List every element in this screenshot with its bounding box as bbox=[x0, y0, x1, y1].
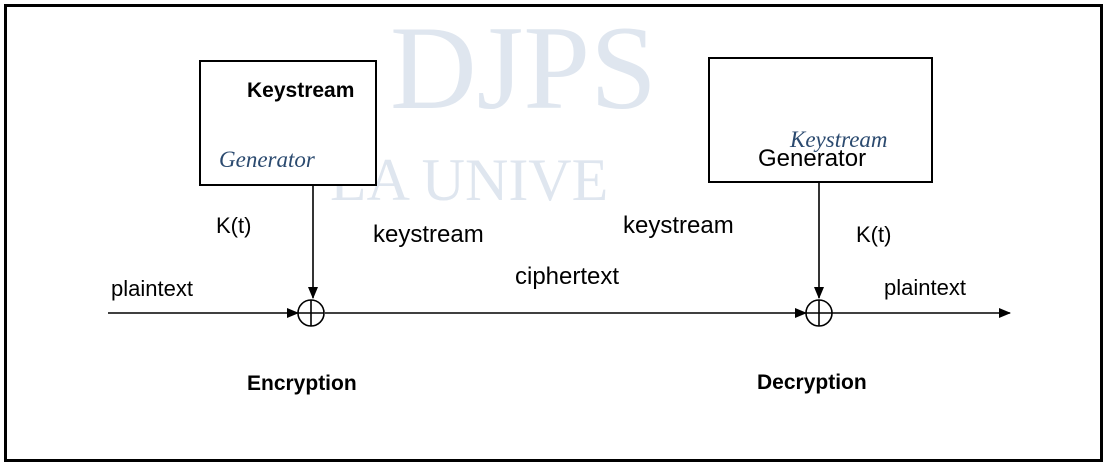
diagram-border bbox=[4, 4, 1103, 462]
encrypt-keystream-generator-box bbox=[199, 60, 377, 186]
ciphertext-label: ciphertext bbox=[515, 263, 620, 290]
decrypt-box-title: Keystream bbox=[790, 127, 888, 152]
watermark-logo: DJPS bbox=[390, 1, 657, 134]
output-plaintext-label: plaintext bbox=[884, 275, 966, 300]
decrypt-keystream-generator-box bbox=[708, 57, 933, 183]
decrypt-xor-icon bbox=[805, 299, 833, 327]
decrypt-box-subtitle: Generator bbox=[758, 145, 867, 172]
encryption-caption: Encryption bbox=[247, 372, 357, 395]
encrypt-kt-label: K(t) bbox=[216, 213, 252, 238]
input-plaintext-label: plaintext bbox=[111, 276, 193, 301]
encrypt-box-subtitle: Generator bbox=[219, 147, 315, 172]
encrypt-xor-icon bbox=[297, 299, 325, 327]
encrypt-box-title: Keystream bbox=[247, 79, 355, 102]
encrypt-keystream-label: keystream bbox=[373, 221, 484, 248]
decrypt-kt-label: K(t) bbox=[856, 222, 892, 247]
decrypt-keystream-label: keystream bbox=[623, 212, 734, 239]
decryption-caption: Decryption bbox=[757, 371, 867, 394]
